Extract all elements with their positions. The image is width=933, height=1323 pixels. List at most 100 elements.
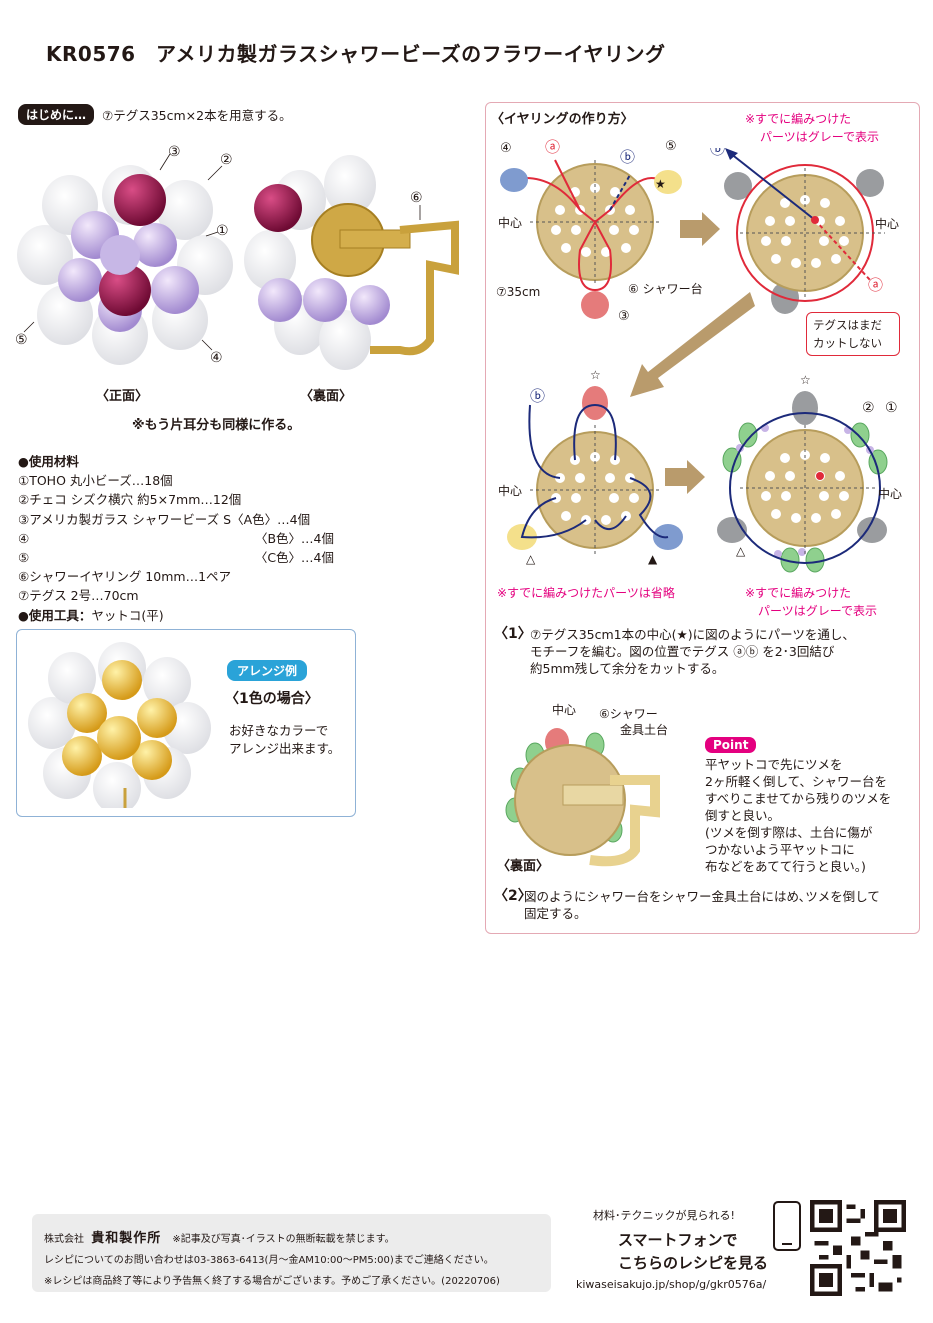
howto-title: 〈イヤリングの作り方〉 — [491, 112, 634, 127]
cut-text-2: カットしない — [813, 336, 882, 350]
label-part-2: 金具土台 — [620, 722, 668, 737]
howto-panel — [485, 102, 920, 934]
recipe-url[interactable]: kiwaseisakujo.jp/shop/g/gkr0576a/ — [576, 1278, 767, 1291]
page-title: KR0576 アメリカ製ガラスシャワービーズのフラワーイヤリング — [46, 42, 666, 66]
label-tegusu: ⑦35cm — [496, 285, 540, 299]
label-center: 中心 — [498, 215, 522, 230]
material-item: ⑦テグス 2号…70cm — [18, 588, 139, 604]
arrange-text-2: アレンジ出来ます。 — [229, 741, 341, 756]
step2-line: 固定する。 — [524, 906, 587, 921]
label-ttri: △ — [736, 544, 746, 558]
label-center: 中心 — [878, 486, 902, 501]
footer-company: 株式会社 貴和製作所 ※記事及び写真･イラストの無断転載を禁じます。 — [44, 1231, 395, 1246]
point-line: すべりこませてから残りのツメを — [705, 791, 892, 806]
footer: 株式会社 貴和製作所 ※記事及び写真･イラストの無断転載を禁じます。 レシピにつ… — [32, 1214, 551, 1292]
material-item: ①TOHO 丸小ビーズ…18個 — [18, 473, 173, 489]
callout-2: ② — [220, 152, 233, 168]
callout-6: ⑥ — [410, 190, 423, 206]
step1-number: 〈1〉 — [494, 626, 532, 642]
arrange-box: アレンジ例 〈1色の場合〉 お好きなカラーで アレンジ出来ます。 — [16, 629, 356, 817]
cut-callout: テグスはまだ カットしない — [806, 312, 900, 356]
diagram-step-2: 中心 ⑥シャワー 金具土台 〈裏面〉 — [497, 702, 668, 874]
smartphone-icon — [773, 1201, 801, 1251]
cut-text-1: テグスはまだ — [813, 318, 882, 332]
promo-line-2: こちらのレシピを見る — [618, 1254, 769, 1272]
label-center: 中心 — [498, 483, 522, 498]
point-line: つかないよう平ヤットコに — [705, 842, 855, 857]
promo-small: 材料･テクニックが見られる! — [593, 1209, 735, 1222]
point-line: 平ヤットコで先にツメを — [705, 757, 843, 772]
point-text: 平ヤットコで先にツメを 2ヶ所軽く倒して、シャワー台を すべりこませてから残りの… — [705, 756, 910, 875]
back-photo: ⑥ — [244, 155, 459, 370]
back-label: 〈裏面〉 — [300, 389, 353, 404]
label-part-1: ⑥シャワー — [599, 707, 658, 721]
point-line: 倒すと良い。 — [705, 808, 781, 823]
material-item: ②チェコ シズク横穴 約5×7mm…12個 — [18, 492, 242, 508]
omit-note: ※すでに編みつけたパーツは省略 — [497, 586, 675, 600]
footer-contact: レシピについてのお問い合わせは03-3863-6413(月〜金AM10:00〜P… — [44, 1255, 494, 1266]
diagram-step-1a: ④ ⓐ ⓑ ⑤ ★ 中心 ⑦35cm ⑥ シャワー台 ③ — [496, 138, 703, 324]
callout-3: ③ — [168, 144, 181, 160]
front-label: 〈正面〉 — [96, 389, 149, 404]
diagram-step-1b: ⓑ 中心 ⓐ — [710, 148, 899, 314]
material-item: ④〈B色〉…4個 — [18, 530, 334, 546]
intro: はじめに… ⑦テグス35cm×2本を用意する。 — [18, 104, 292, 125]
material-item: ⑤〈C色〉…4個 — [18, 550, 334, 566]
label-n2: ② — [862, 400, 875, 416]
label-ttri: △ — [526, 552, 536, 566]
label-n1: ① — [885, 400, 898, 416]
arrange-photo — [28, 642, 211, 808]
step1-line: モチーフを編む。図の位置でテグス ⓐⓑ を2･3回結び — [530, 644, 835, 659]
point-line: 2ヶ所軽く倒して、シャワー台を — [705, 774, 887, 789]
point-line: (ツメを倒す際は、土台に傷が — [705, 825, 873, 840]
gray-note-b2: パーツはグレーで表示 — [758, 604, 878, 618]
arrange-heading: 〈1色の場合〉 — [225, 691, 319, 707]
arrange-text-1: お好きなカラーで — [229, 723, 329, 738]
callout-4: ④ — [210, 350, 223, 366]
label-a: ⓐ — [868, 276, 883, 294]
qr-code[interactable] — [810, 1200, 906, 1296]
label-center: 中心 — [552, 702, 576, 717]
gray-note-2: パーツはグレーで表示 — [760, 130, 880, 144]
label-btri: ▲ — [648, 552, 658, 566]
label-wstar: ☆ — [800, 373, 811, 387]
label-b: ⓑ — [620, 148, 635, 166]
materials-heading: ●使用材料 — [18, 454, 79, 469]
material-item: ⑥シャワーイヤリング 10mm…1ペア — [18, 569, 232, 585]
label-b: ⓑ — [710, 148, 725, 158]
step1-text: ⑦テグス35cm1本の中心(★)に図のようにパーツを通し、 モチーフを編む。図の… — [530, 626, 915, 677]
arrow-right-icon — [665, 460, 705, 494]
intro-tag: はじめに… — [18, 104, 95, 125]
label-back: 〈裏面〉 — [497, 858, 549, 874]
point-tag: Point — [705, 737, 757, 753]
label-n3: ③ — [618, 309, 630, 324]
front-photo: ③ ② ① ⑤ ④ — [15, 144, 233, 366]
step1-line: ⑦テグス35cm1本の中心(★)に図のようにパーツを通し、 — [530, 627, 855, 642]
callout-1: ① — [216, 223, 229, 239]
point-line: 布などをあてて行うと良い。) — [705, 859, 866, 874]
diagram-step-1c: ⓑ ☆ 中心 △ ▲ — [498, 368, 683, 566]
label-n4: ④ — [500, 141, 512, 156]
material-item: ③アメリカ製ガラス シャワービーズ S〈A色〉…4個 — [18, 511, 311, 527]
gray-note-b1: ※すでに編みつけた — [745, 586, 852, 600]
arrow-diagonal-icon — [630, 292, 755, 397]
label-wstar: ☆ — [590, 368, 601, 382]
arrange-tag: アレンジ例 — [227, 660, 308, 681]
arrow-right-icon — [680, 212, 720, 246]
label-b: ⓑ — [530, 387, 545, 405]
label-n5: ⑤ — [665, 139, 677, 154]
other-ear-note: ※もう片耳分も同様に作る。 — [132, 418, 301, 433]
label-shower: ⑥ シャワー台 — [628, 281, 703, 296]
materials-list: ●使用材料 ①TOHO 丸小ビーズ…18個 ②チェコ シズク横穴 約5×7mm…… — [18, 452, 348, 625]
label-star: ★ — [655, 177, 666, 191]
step1-line: 約5mm残して余分をカットする。 — [530, 661, 725, 676]
step2-text: 図のようにシャワー台をシャワー金具土台にはめ､ツメを倒して 固定する。 — [524, 888, 914, 922]
label-center: 中心 — [875, 216, 899, 231]
footer-discontinue: ※レシピは商品終了等により予告無く終了する場合がございます。予めご了承ください。… — [44, 1276, 500, 1287]
intro-text: ⑦テグス35cm×2本を用意する。 — [102, 108, 292, 123]
callout-5: ⑤ — [15, 332, 28, 348]
gray-note-1: ※すでに編みつけた — [745, 112, 852, 126]
promo-line-1: スマートフォンで — [618, 1231, 738, 1249]
step2-number: 〈2〉 — [494, 888, 532, 904]
tools-row: ●使用工具：ヤットコ(平) — [18, 607, 164, 623]
